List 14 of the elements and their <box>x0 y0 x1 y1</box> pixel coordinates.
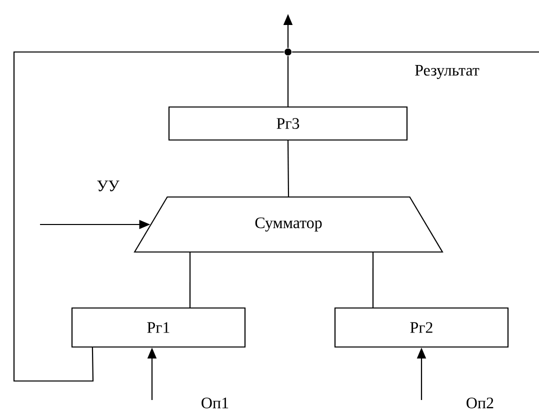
signal-label: Результат <box>415 65 480 79</box>
connector-line <box>189 252 191 308</box>
register-box: Рг1 <box>71 307 246 348</box>
connector-line <box>13 51 284 382</box>
edge-label: УУ <box>96 180 120 192</box>
connector-line <box>287 140 290 196</box>
edge-label: Оп1 <box>200 396 230 410</box>
register-box: Рг3 <box>168 106 408 141</box>
edge-label: Оп2 <box>464 396 496 410</box>
connector-line <box>372 252 374 308</box>
register-box: Рг2 <box>334 307 509 348</box>
connector-line <box>292 51 539 53</box>
junction-dot <box>284 48 292 56</box>
connector-line <box>287 56 289 106</box>
